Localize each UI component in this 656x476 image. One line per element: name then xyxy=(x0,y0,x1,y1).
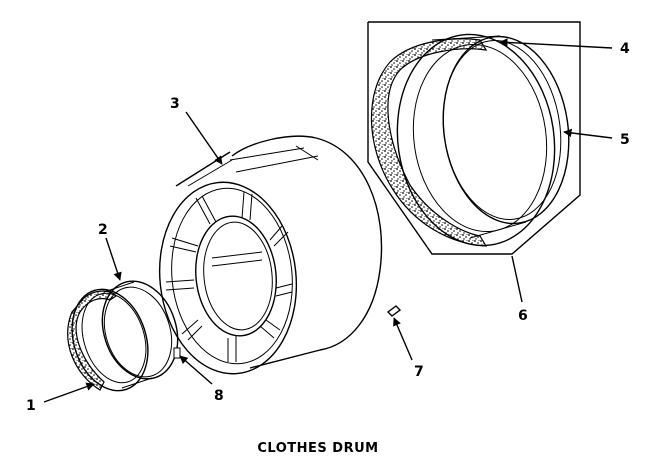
leader-lines xyxy=(43,38,613,403)
callout-1: 1 xyxy=(26,398,36,414)
felt-seal-ring xyxy=(370,33,570,247)
callout-3: 3 xyxy=(170,96,180,112)
callout-6: 6 xyxy=(518,308,528,324)
clothes-drum xyxy=(158,135,383,375)
callout-5: 5 xyxy=(620,132,630,148)
callout-8: 8 xyxy=(214,388,224,404)
callout-7: 7 xyxy=(414,364,424,380)
diagram-caption: CLOTHES DRUM xyxy=(257,441,378,456)
callout-2: 2 xyxy=(98,222,108,238)
part-6-frame xyxy=(367,21,581,255)
part-7-clip xyxy=(386,305,402,317)
callout-4: 4 xyxy=(620,41,630,57)
front-seal-ring xyxy=(67,280,181,392)
